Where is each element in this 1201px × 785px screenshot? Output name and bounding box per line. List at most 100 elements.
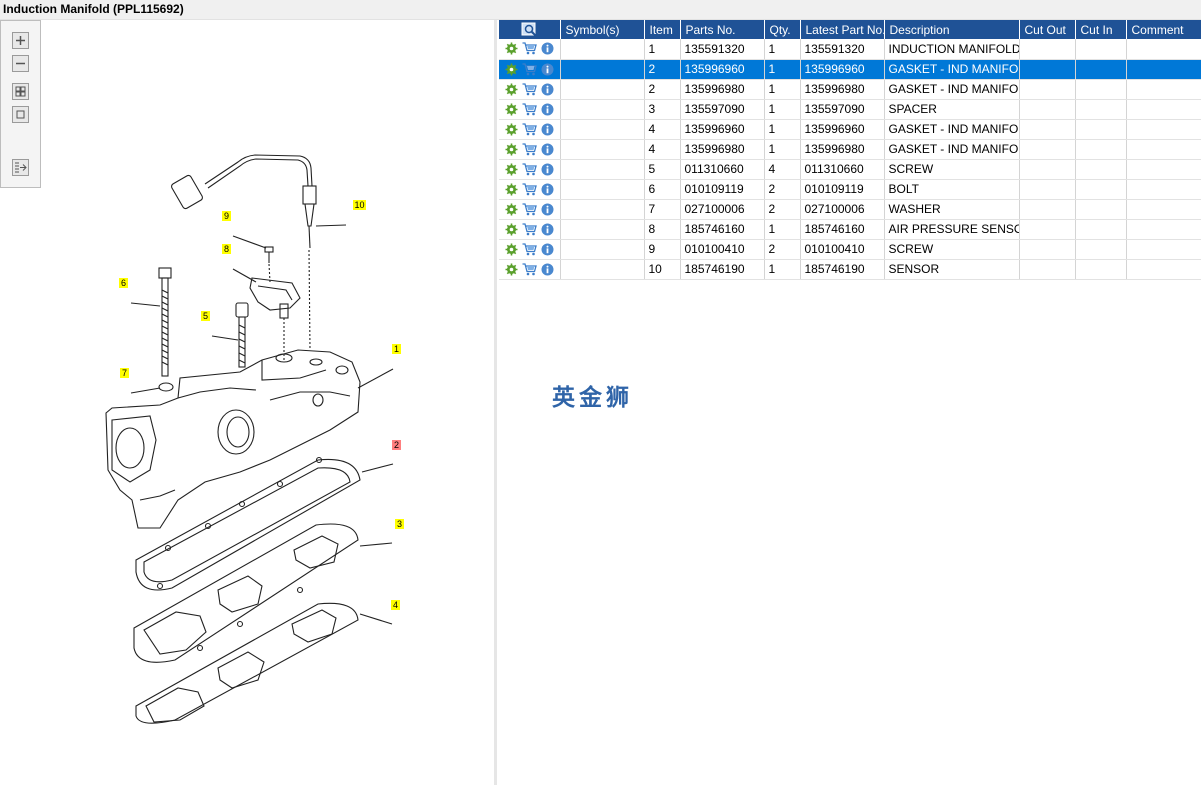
info-icon[interactable] [541, 263, 554, 276]
parts-no-cell[interactable]: 010100410 [680, 239, 765, 260]
cut-in-cell[interactable] [1075, 79, 1127, 100]
comment-cell[interactable] [1126, 79, 1201, 100]
comment-cell[interactable] [1126, 239, 1201, 260]
description-header[interactable]: Description [884, 20, 1020, 39]
description-cell[interactable]: SENSOR [884, 259, 1020, 280]
latest-part-no-cell[interactable]: 010109119 [800, 179, 885, 200]
latest-part-no-cell[interactable]: 185746160 [800, 219, 885, 240]
info-icon[interactable] [541, 183, 554, 196]
latest-part-no-cell[interactable]: 135996960 [800, 59, 885, 80]
qty-cell[interactable]: 2 [764, 199, 801, 220]
item-cell[interactable]: 6 [644, 179, 681, 200]
item-cell[interactable]: 2 [644, 79, 681, 100]
qty-cell[interactable]: 1 [764, 99, 801, 120]
cut-in-cell[interactable] [1075, 119, 1127, 140]
description-cell[interactable]: BOLT [884, 179, 1020, 200]
info-icon[interactable] [541, 103, 554, 116]
cut-out-cell[interactable] [1019, 59, 1076, 80]
description-cell[interactable]: GASKET - IND MANIFOLD [884, 119, 1020, 140]
description-cell[interactable]: GASKET - IND MANIFOLD [884, 59, 1020, 80]
symbols-cell[interactable] [560, 239, 645, 260]
comment-cell[interactable] [1126, 119, 1201, 140]
callout-4[interactable]: 4 [391, 600, 400, 610]
callout-1[interactable]: 1 [392, 344, 401, 354]
latest-part-no-cell[interactable]: 011310660 [800, 159, 885, 180]
description-cell[interactable]: GASKET - IND MANIFOLD [884, 139, 1020, 160]
parts-no-cell[interactable]: 135597090 [680, 99, 765, 120]
qty-cell[interactable]: 1 [764, 219, 801, 240]
zoom-in-button[interactable] [12, 32, 29, 49]
parts-no-cell[interactable]: 185746160 [680, 219, 765, 240]
symbols-cell[interactable] [560, 219, 645, 240]
comment-cell[interactable] [1126, 259, 1201, 280]
symbols-header[interactable]: Symbol(s) [560, 20, 645, 39]
description-cell[interactable]: WASHER [884, 199, 1020, 220]
fit-page-button[interactable] [12, 83, 29, 100]
info-icon[interactable] [541, 83, 554, 96]
gear-icon[interactable] [505, 223, 518, 236]
cart-icon[interactable] [522, 82, 537, 96]
gear-icon[interactable] [505, 163, 518, 176]
callout-8[interactable]: 8 [222, 244, 231, 254]
qty-header[interactable]: Qty. [764, 20, 801, 39]
cut-in-cell[interactable] [1075, 219, 1127, 240]
qty-cell[interactable]: 2 [764, 179, 801, 200]
latest-part-no-cell[interactable]: 135597090 [800, 99, 885, 120]
cart-icon[interactable] [522, 222, 537, 236]
cart-icon[interactable] [522, 122, 537, 136]
cut-out-cell[interactable] [1019, 219, 1076, 240]
symbols-cell[interactable] [560, 199, 645, 220]
cart-icon[interactable] [522, 182, 537, 196]
comment-cell[interactable] [1126, 59, 1201, 80]
parts-no-cell[interactable]: 011310660 [680, 159, 765, 180]
parts-no-cell[interactable]: 185746190 [680, 259, 765, 280]
item-header[interactable]: Item [644, 20, 681, 39]
info-icon[interactable] [541, 163, 554, 176]
parts-no-cell[interactable]: 010109119 [680, 179, 765, 200]
gear-icon[interactable] [505, 63, 518, 76]
item-cell[interactable]: 9 [644, 239, 681, 260]
gear-icon[interactable] [505, 123, 518, 136]
parts-no-header[interactable]: Parts No. [680, 20, 765, 39]
info-icon[interactable] [541, 223, 554, 236]
cart-icon[interactable] [522, 242, 537, 256]
cut-out-cell[interactable] [1019, 159, 1076, 180]
symbols-cell[interactable] [560, 259, 645, 280]
latest-part-no-cell[interactable]: 135996980 [800, 139, 885, 160]
symbols-cell[interactable] [560, 159, 645, 180]
cut-out-header[interactable]: Cut Out [1019, 20, 1076, 39]
cut-in-cell[interactable] [1075, 99, 1127, 120]
info-icon[interactable] [541, 203, 554, 216]
symbols-cell[interactable] [560, 119, 645, 140]
cut-out-cell[interactable] [1019, 139, 1076, 160]
cut-out-cell[interactable] [1019, 239, 1076, 260]
info-icon[interactable] [541, 243, 554, 256]
latest-part-no-cell[interactable]: 010100410 [800, 239, 885, 260]
cart-icon[interactable] [522, 142, 537, 156]
item-cell[interactable]: 8 [644, 219, 681, 240]
symbols-cell[interactable] [560, 139, 645, 160]
symbols-cell[interactable] [560, 59, 645, 80]
comment-cell[interactable] [1126, 99, 1201, 120]
item-cell[interactable]: 3 [644, 99, 681, 120]
info-icon[interactable] [541, 123, 554, 136]
item-cell[interactable]: 4 [644, 139, 681, 160]
comment-cell[interactable] [1126, 199, 1201, 220]
cut-in-cell[interactable] [1075, 239, 1127, 260]
symbols-cell[interactable] [560, 39, 645, 60]
symbols-cell[interactable] [560, 99, 645, 120]
latest-part-no-cell[interactable]: 185746190 [800, 259, 885, 280]
cut-out-cell[interactable] [1019, 39, 1076, 60]
gear-icon[interactable] [505, 143, 518, 156]
gear-icon[interactable] [505, 83, 518, 96]
qty-cell[interactable]: 1 [764, 139, 801, 160]
cart-icon[interactable] [522, 42, 537, 55]
latest-part-no-cell[interactable]: 135591320 [800, 39, 885, 60]
gear-icon[interactable] [505, 203, 518, 216]
cart-icon[interactable] [522, 202, 537, 216]
